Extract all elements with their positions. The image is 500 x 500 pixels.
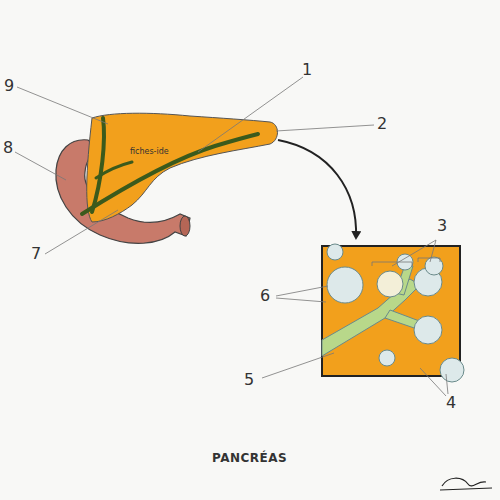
leader-lines (15, 77, 448, 396)
signature (440, 478, 492, 490)
pancreas-body (87, 113, 278, 222)
callout-number: 8 (3, 140, 13, 156)
bile-duct (92, 118, 104, 212)
inset-square (322, 246, 460, 376)
accessory-duct (96, 162, 132, 178)
callout-number: 1 (302, 62, 312, 78)
callout-number: 4 (446, 395, 456, 411)
acini (322, 244, 464, 382)
watermark: fiches-ide (130, 148, 169, 156)
zoom-arrow (278, 140, 356, 238)
callout-number: 2 (377, 116, 387, 132)
callout-number: 7 (31, 246, 41, 262)
callout-number: 6 (260, 288, 270, 304)
title: PANCRÉAS (212, 452, 287, 464)
callout-number: 9 (4, 78, 14, 94)
callout-number: 5 (244, 372, 254, 388)
callout-number: 3 (437, 218, 447, 234)
pancreatic-duct (82, 134, 258, 214)
